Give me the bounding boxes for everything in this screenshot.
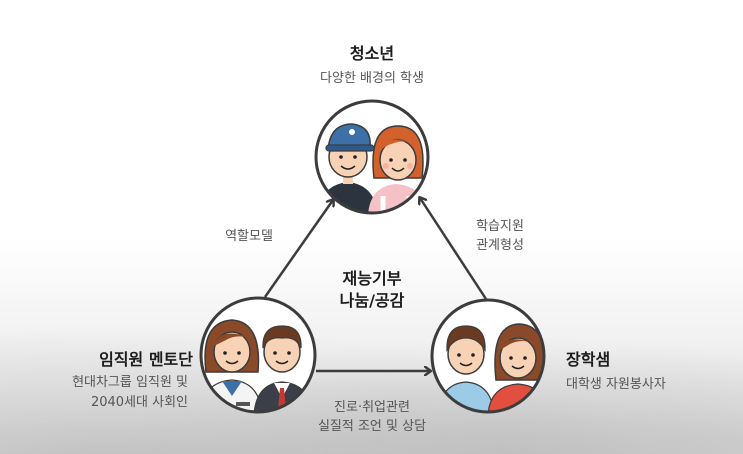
arrow-scholar-to-youth [420, 198, 488, 300]
edge-label-line: 실질적 조언 및 상담 [317, 419, 427, 434]
scholar-avatar-group [430, 298, 546, 414]
scholar-subtitle: 대학생 자원봉사자 [566, 377, 666, 392]
mentor-subtitle-line2: 2040세대 사회인 [90, 395, 188, 410]
edge-label-learning-support: 학습지원 관계형성 [476, 217, 524, 255]
center-label-line2: 나눔/공감 [339, 291, 405, 310]
mentor-subtitle-line1: 현대차그룹 임직원 및 [72, 375, 188, 390]
edge-label-career-advice: 진로·취업관련 실질적 조언 및 상담 [318, 398, 426, 436]
mentor-title: 임직원 멘토단 [99, 350, 193, 369]
arrow-mentor-to-youth [263, 200, 333, 298]
youth-subtitle: 다양한 배경의 학생 [320, 71, 424, 86]
edge-label-line: 관계형성 [476, 238, 524, 253]
edge-label-role-model: 역할모델 [225, 229, 273, 244]
youth-title: 청소년 [349, 44, 395, 63]
edge-label-line: 진로·취업관련 [334, 400, 410, 415]
edge-label-line: 학습지원 [476, 219, 524, 234]
center-label: 재능기부 나눔/공감 [340, 268, 405, 312]
youth-avatar-group [314, 99, 430, 215]
mentor-avatar-group [199, 296, 317, 414]
center-label-line1: 재능기부 [342, 269, 402, 288]
scholar-title: 장학샘 [566, 350, 611, 369]
